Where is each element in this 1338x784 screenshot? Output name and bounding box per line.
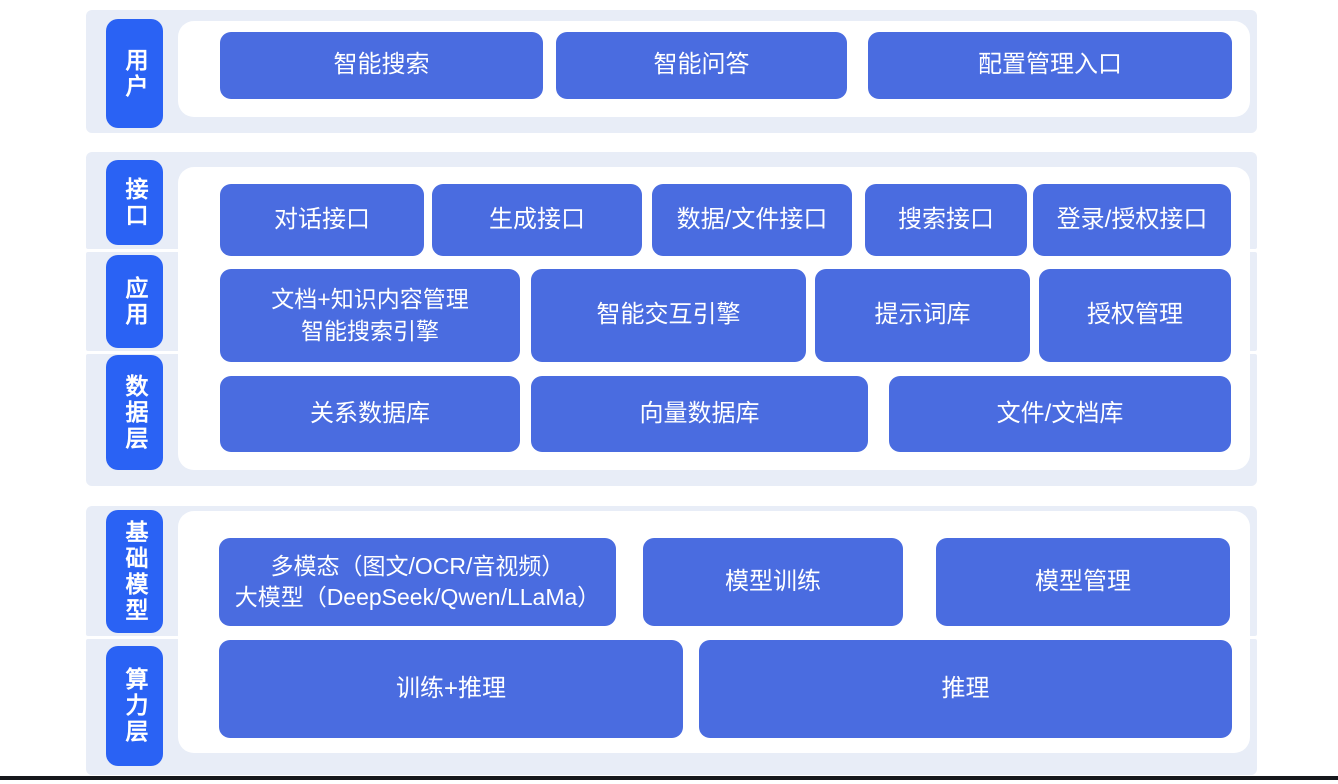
box-data-file-api: 数据/文件接口 (652, 184, 852, 256)
layer-pill-foundation-model-label: 基础模型 (122, 519, 148, 624)
layer-pill-user: 用户 (106, 19, 163, 128)
box-doc-knowledge-line2: 智能搜索引擎 (301, 317, 439, 344)
box-data-file-api-label: 数据/文件接口 (676, 205, 828, 233)
box-relational-db: 关系数据库 (220, 376, 520, 452)
box-config-management-entry-label: 配置管理入口 (978, 51, 1122, 79)
box-interaction-engine: 智能交互引擎 (531, 269, 806, 362)
layer-pill-application: 应用 (106, 255, 163, 348)
box-smart-qa-label: 智能问答 (653, 51, 750, 79)
box-training-plus-inference-label: 训练+推理 (395, 674, 506, 702)
box-config-management-entry: 配置管理入口 (868, 32, 1232, 99)
box-training-plus-inference: 训练+推理 (219, 640, 683, 738)
layer-pill-data-layer-label: 数据层 (122, 373, 148, 452)
box-vector-db: 向量数据库 (531, 376, 868, 452)
box-model-management: 模型管理 (936, 538, 1230, 626)
box-inference-label: 推理 (941, 674, 990, 702)
box-generation-api: 生成接口 (432, 184, 642, 256)
layer-pill-compute-layer-label: 算力层 (122, 667, 148, 745)
box-auth-management-label: 授权管理 (1087, 301, 1183, 329)
layer-pill-interface: 接口 (106, 160, 163, 245)
box-smart-search-label: 智能搜索 (333, 51, 430, 79)
box-dialog-api-label: 对话接口 (274, 205, 370, 233)
layer-pill-foundation-model: 基础模型 (106, 510, 163, 633)
box-login-auth-api: 登录/授权接口 (1033, 184, 1231, 256)
box-search-api-label: 搜索接口 (898, 205, 994, 233)
box-relational-db-label: 关系数据库 (310, 399, 430, 427)
box-vector-db-label: 向量数据库 (639, 399, 760, 427)
layer-pill-interface-label: 接口 (122, 176, 148, 229)
box-prompt-library-label: 提示词库 (874, 301, 971, 329)
box-inference: 推理 (699, 640, 1232, 738)
box-dialog-api: 对话接口 (220, 184, 424, 256)
box-search-api: 搜索接口 (865, 184, 1027, 256)
layer-pill-user-label: 用户 (122, 47, 148, 100)
box-multimodal-llm-line1: 多模态（图文/OCR/音视频） (270, 552, 565, 579)
box-smart-search: 智能搜索 (220, 32, 543, 99)
box-interaction-engine-label: 智能交互引擎 (596, 301, 741, 329)
box-file-doc-store-label: 文件/文档库 (996, 399, 1124, 427)
box-auth-management: 授权管理 (1039, 269, 1231, 362)
box-multimodal-llm-line2: 大模型（DeepSeek/Qwen/LLaMa） (234, 584, 601, 610)
box-smart-qa: 智能问答 (556, 32, 847, 99)
box-generation-api-label: 生成接口 (489, 205, 585, 233)
layer-pill-compute-layer: 算力层 (106, 646, 163, 766)
box-model-training-label: 模型训练 (725, 567, 821, 595)
layer-pill-data-layer: 数据层 (106, 355, 163, 470)
box-prompt-library: 提示词库 (815, 269, 1030, 362)
box-model-training: 模型训练 (643, 538, 903, 626)
box-login-auth-api-label: 登录/授权接口 (1056, 205, 1208, 233)
box-model-management-label: 模型管理 (1035, 567, 1131, 595)
box-file-doc-store: 文件/文档库 (889, 376, 1231, 452)
box-doc-knowledge-search-engine: 文档+知识内容管理 智能搜索引擎 (220, 269, 520, 362)
layer-pill-application-label: 应用 (122, 275, 148, 328)
box-doc-knowledge-line1: 文档+知识内容管理 (271, 286, 469, 313)
bottom-divider-line (0, 776, 1338, 780)
box-multimodal-llm: 多模态（图文/OCR/音视频） 大模型（DeepSeek/Qwen/LLaMa） (219, 538, 616, 626)
